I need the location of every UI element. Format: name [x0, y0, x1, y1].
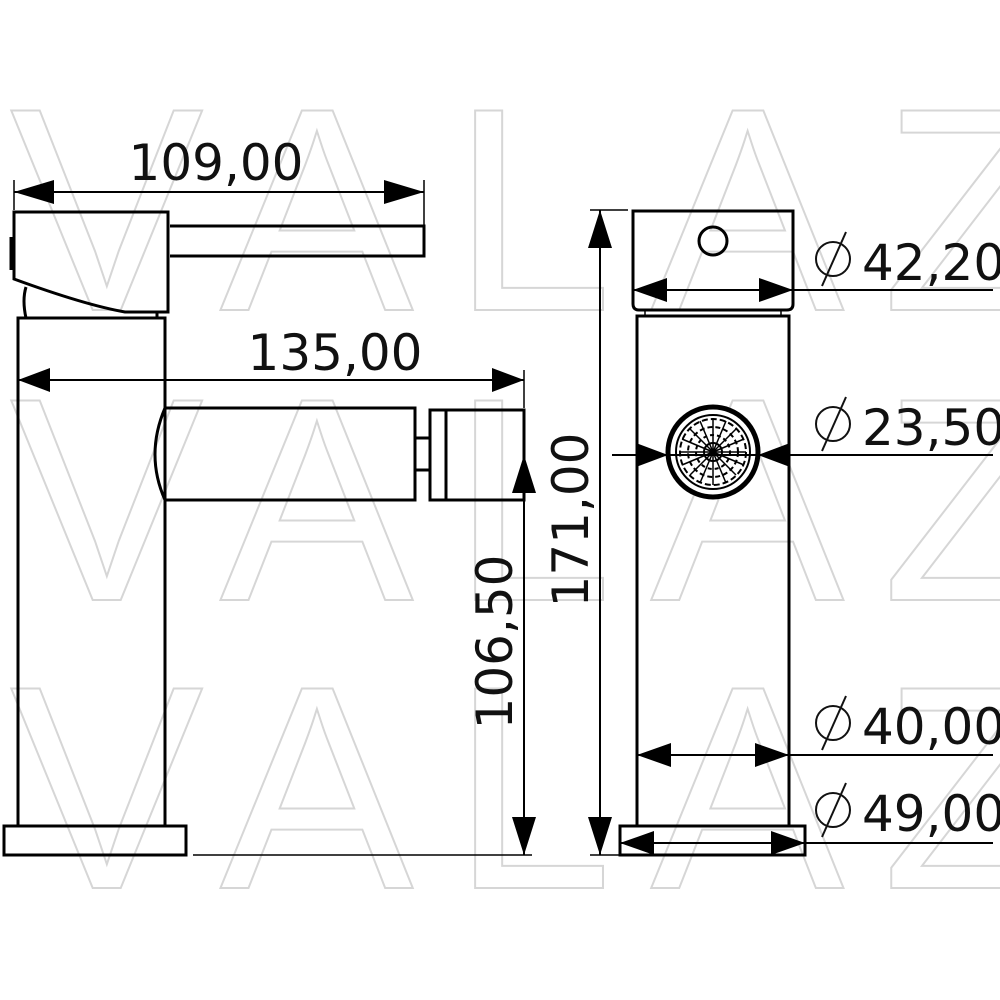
dim-handle-width: 109,00	[129, 134, 304, 192]
dim-spout-height: 106,50	[466, 555, 524, 730]
watermark-row-3: VALAZ	[10, 626, 1000, 950]
dim-base-diameter: 49,00	[862, 785, 1000, 843]
watermark-row-1: VALAZ	[10, 48, 1000, 372]
dim-body-diameter: 40,00	[862, 698, 1000, 756]
aerator-face	[665, 404, 761, 500]
front-base	[618, 824, 807, 857]
handle-indicator-hole	[697, 225, 729, 257]
front-view: 171,00	[542, 209, 1000, 857]
side-view: 109,00 135,00 106,50	[2, 134, 536, 857]
dim-aerator-diameter: 23,50	[862, 399, 1000, 457]
dim-total-height: 171,00	[542, 433, 600, 608]
diameter-labels: 42,20 23,50 40,00 49,00	[815, 231, 1000, 843]
handle-head	[631, 209, 795, 312]
diameter-icon	[815, 231, 851, 838]
tap-base	[2, 824, 188, 857]
dim-head-diameter: 42,20	[862, 234, 1000, 292]
handle-body	[12, 210, 170, 314]
lever-rod	[170, 224, 426, 258]
dim-spout-reach: 135,00	[248, 324, 423, 382]
spout	[153, 406, 417, 502]
